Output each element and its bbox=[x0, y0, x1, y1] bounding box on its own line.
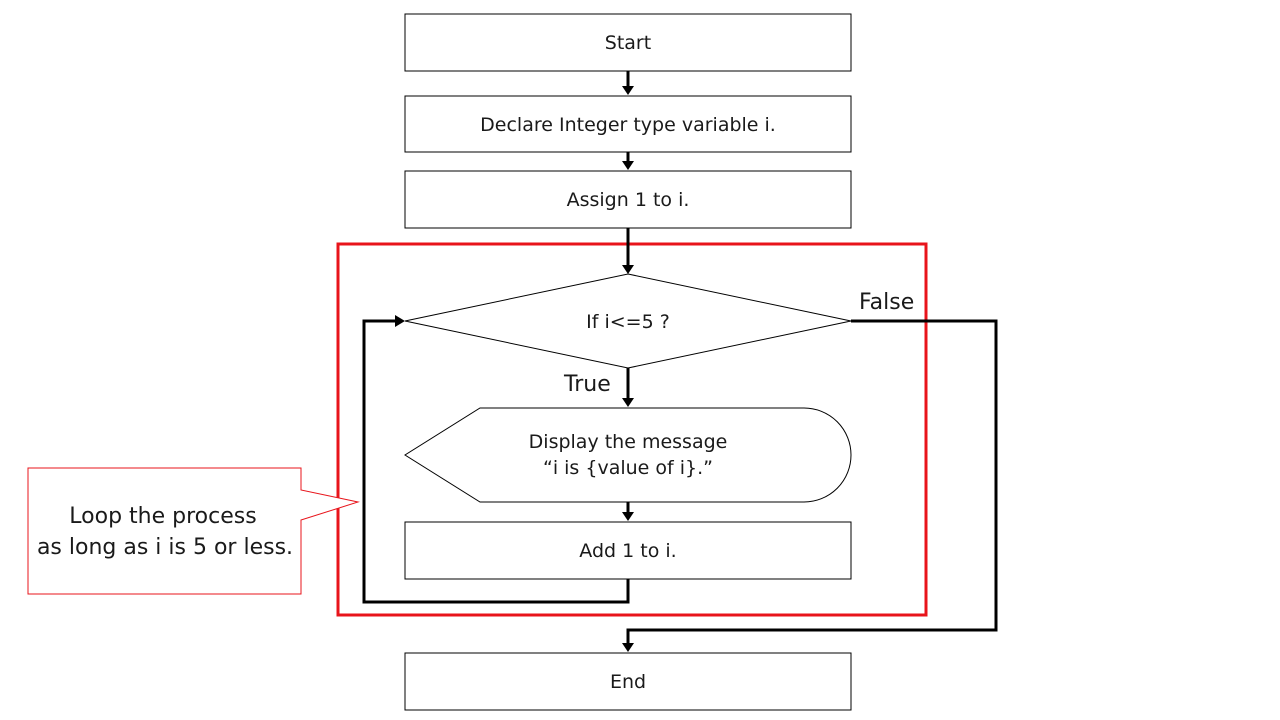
true-branch-label: True bbox=[563, 372, 611, 397]
start-label: Start bbox=[605, 32, 651, 54]
arrowhead-start-to-declare bbox=[622, 86, 634, 95]
false-branch-label: False bbox=[859, 290, 914, 315]
assign-label: Assign 1 to i. bbox=[567, 189, 690, 211]
arrowhead-true-to-display bbox=[622, 398, 634, 407]
end-node: End bbox=[404, 652, 852, 711]
condition-node: If i<=5 ? bbox=[404, 273, 852, 369]
callout-line2: as long as i is 5 or less. bbox=[37, 535, 293, 560]
start-node: Start bbox=[404, 13, 852, 72]
false-branch-line bbox=[626, 319, 998, 644]
end-label: End bbox=[610, 671, 646, 693]
add-label: Add 1 to i. bbox=[579, 540, 676, 562]
add-node: Add 1 to i. bbox=[404, 521, 852, 580]
declare-node: Declare Integer type variable i. bbox=[404, 95, 852, 153]
condition-label: If i<=5 ? bbox=[586, 311, 670, 333]
arrowhead-assign-to-condition bbox=[622, 265, 634, 274]
display-node: Display the message “i is {value of i}.” bbox=[404, 407, 852, 503]
loop-highlight-frame bbox=[336, 242, 928, 617]
arrowhead-declare-to-assign bbox=[622, 161, 634, 170]
arrowhead-loop-back bbox=[395, 315, 405, 327]
callout-line1: Loop the process bbox=[69, 504, 256, 529]
arrowhead-display-to-add bbox=[622, 512, 634, 521]
loop-callout: Loop the process as long as i is 5 or le… bbox=[27, 467, 360, 595]
arrowhead-false-to-end bbox=[622, 643, 634, 652]
display-label-line1: Display the message bbox=[529, 431, 728, 453]
display-label-line2: “i is {value of i}.” bbox=[543, 457, 713, 479]
loop-back-line bbox=[362, 319, 630, 604]
assign-node: Assign 1 to i. bbox=[404, 170, 852, 229]
declare-label: Declare Integer type variable i. bbox=[480, 114, 776, 136]
